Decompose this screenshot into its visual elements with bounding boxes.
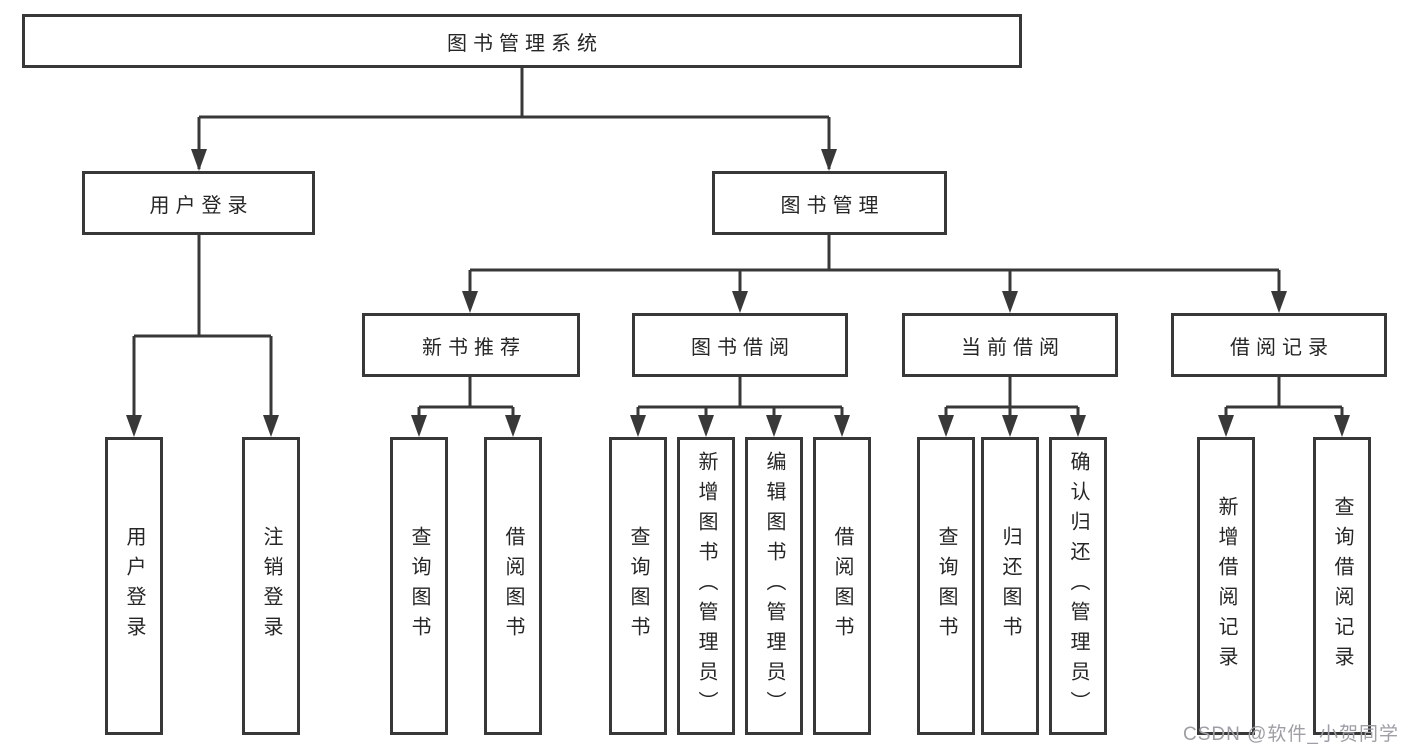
edge-book-mgmt: [468, 235, 1281, 309]
arrow-down-icon: [1334, 415, 1350, 437]
arrow-down-icon: [732, 291, 748, 313]
edge-borrow-records: [1224, 377, 1344, 433]
arrow-down-icon: [698, 415, 714, 437]
arrow-down-icon: [821, 149, 837, 171]
arrow-down-icon: [263, 415, 279, 437]
csdn-watermark: CSDN @软件_小贺同学: [1183, 724, 1399, 745]
edge-user-login: [132, 235, 273, 433]
arrow-down-icon: [1070, 415, 1086, 437]
edge-new-book-rec: [417, 377, 515, 433]
leaf-query-books-recommend: 查询图书: [390, 437, 448, 735]
leaf-edit-books-admin: 编辑图书（管理员）: [745, 437, 803, 735]
arrow-down-icon: [462, 291, 478, 313]
leaf-add-books-admin: 新增图书（管理员）: [677, 437, 735, 735]
arrow-down-icon: [505, 415, 521, 437]
arrow-down-icon: [1002, 415, 1018, 437]
node-book-management: 图书管理: [712, 171, 947, 235]
node-new-book-recommendation: 新书推荐: [362, 313, 580, 377]
leaf-borrow-books-borrowing: 借阅图书: [813, 437, 871, 735]
arrow-down-icon: [938, 415, 954, 437]
arrow-down-icon: [1271, 291, 1287, 313]
edge-paths: [132, 68, 1344, 433]
node-root-library-system: 图书管理系统: [22, 14, 1022, 68]
leaf-query-borrow-record: 查询借阅记录: [1313, 437, 1371, 735]
arrow-down-icon: [834, 415, 850, 437]
leaf-add-borrow-record: 新增借阅记录: [1197, 437, 1255, 735]
arrow-down-icon: [191, 149, 207, 171]
arrow-down-icon: [766, 415, 782, 437]
arrow-down-icon: [630, 415, 646, 437]
node-user-login: 用户登录: [82, 171, 315, 235]
leaf-logout: 注销登录: [242, 437, 300, 735]
arrow-down-icon: [1218, 415, 1234, 437]
arrow-down-icon: [411, 415, 427, 437]
leaf-query-books-borrowing: 查询图书: [609, 437, 667, 735]
leaf-return-books: 归还图书: [981, 437, 1039, 735]
arrow-down-icon: [126, 415, 142, 437]
node-borrowing-records: 借阅记录: [1171, 313, 1387, 377]
leaf-borrow-books-recommend: 借阅图书: [484, 437, 542, 735]
arrowheads: [126, 149, 1350, 437]
leaf-confirm-return-admin: 确认归还（管理员）: [1049, 437, 1107, 735]
edge-root: [197, 68, 831, 169]
leaf-query-books-current: 查询图书: [917, 437, 975, 735]
node-current-borrowing: 当前借阅: [902, 313, 1118, 377]
node-book-borrowing: 图书借阅: [632, 313, 848, 377]
arrow-down-icon: [1002, 291, 1018, 313]
edge-book-borrow: [636, 377, 844, 433]
leaf-user-login: 用户登录: [105, 437, 163, 735]
